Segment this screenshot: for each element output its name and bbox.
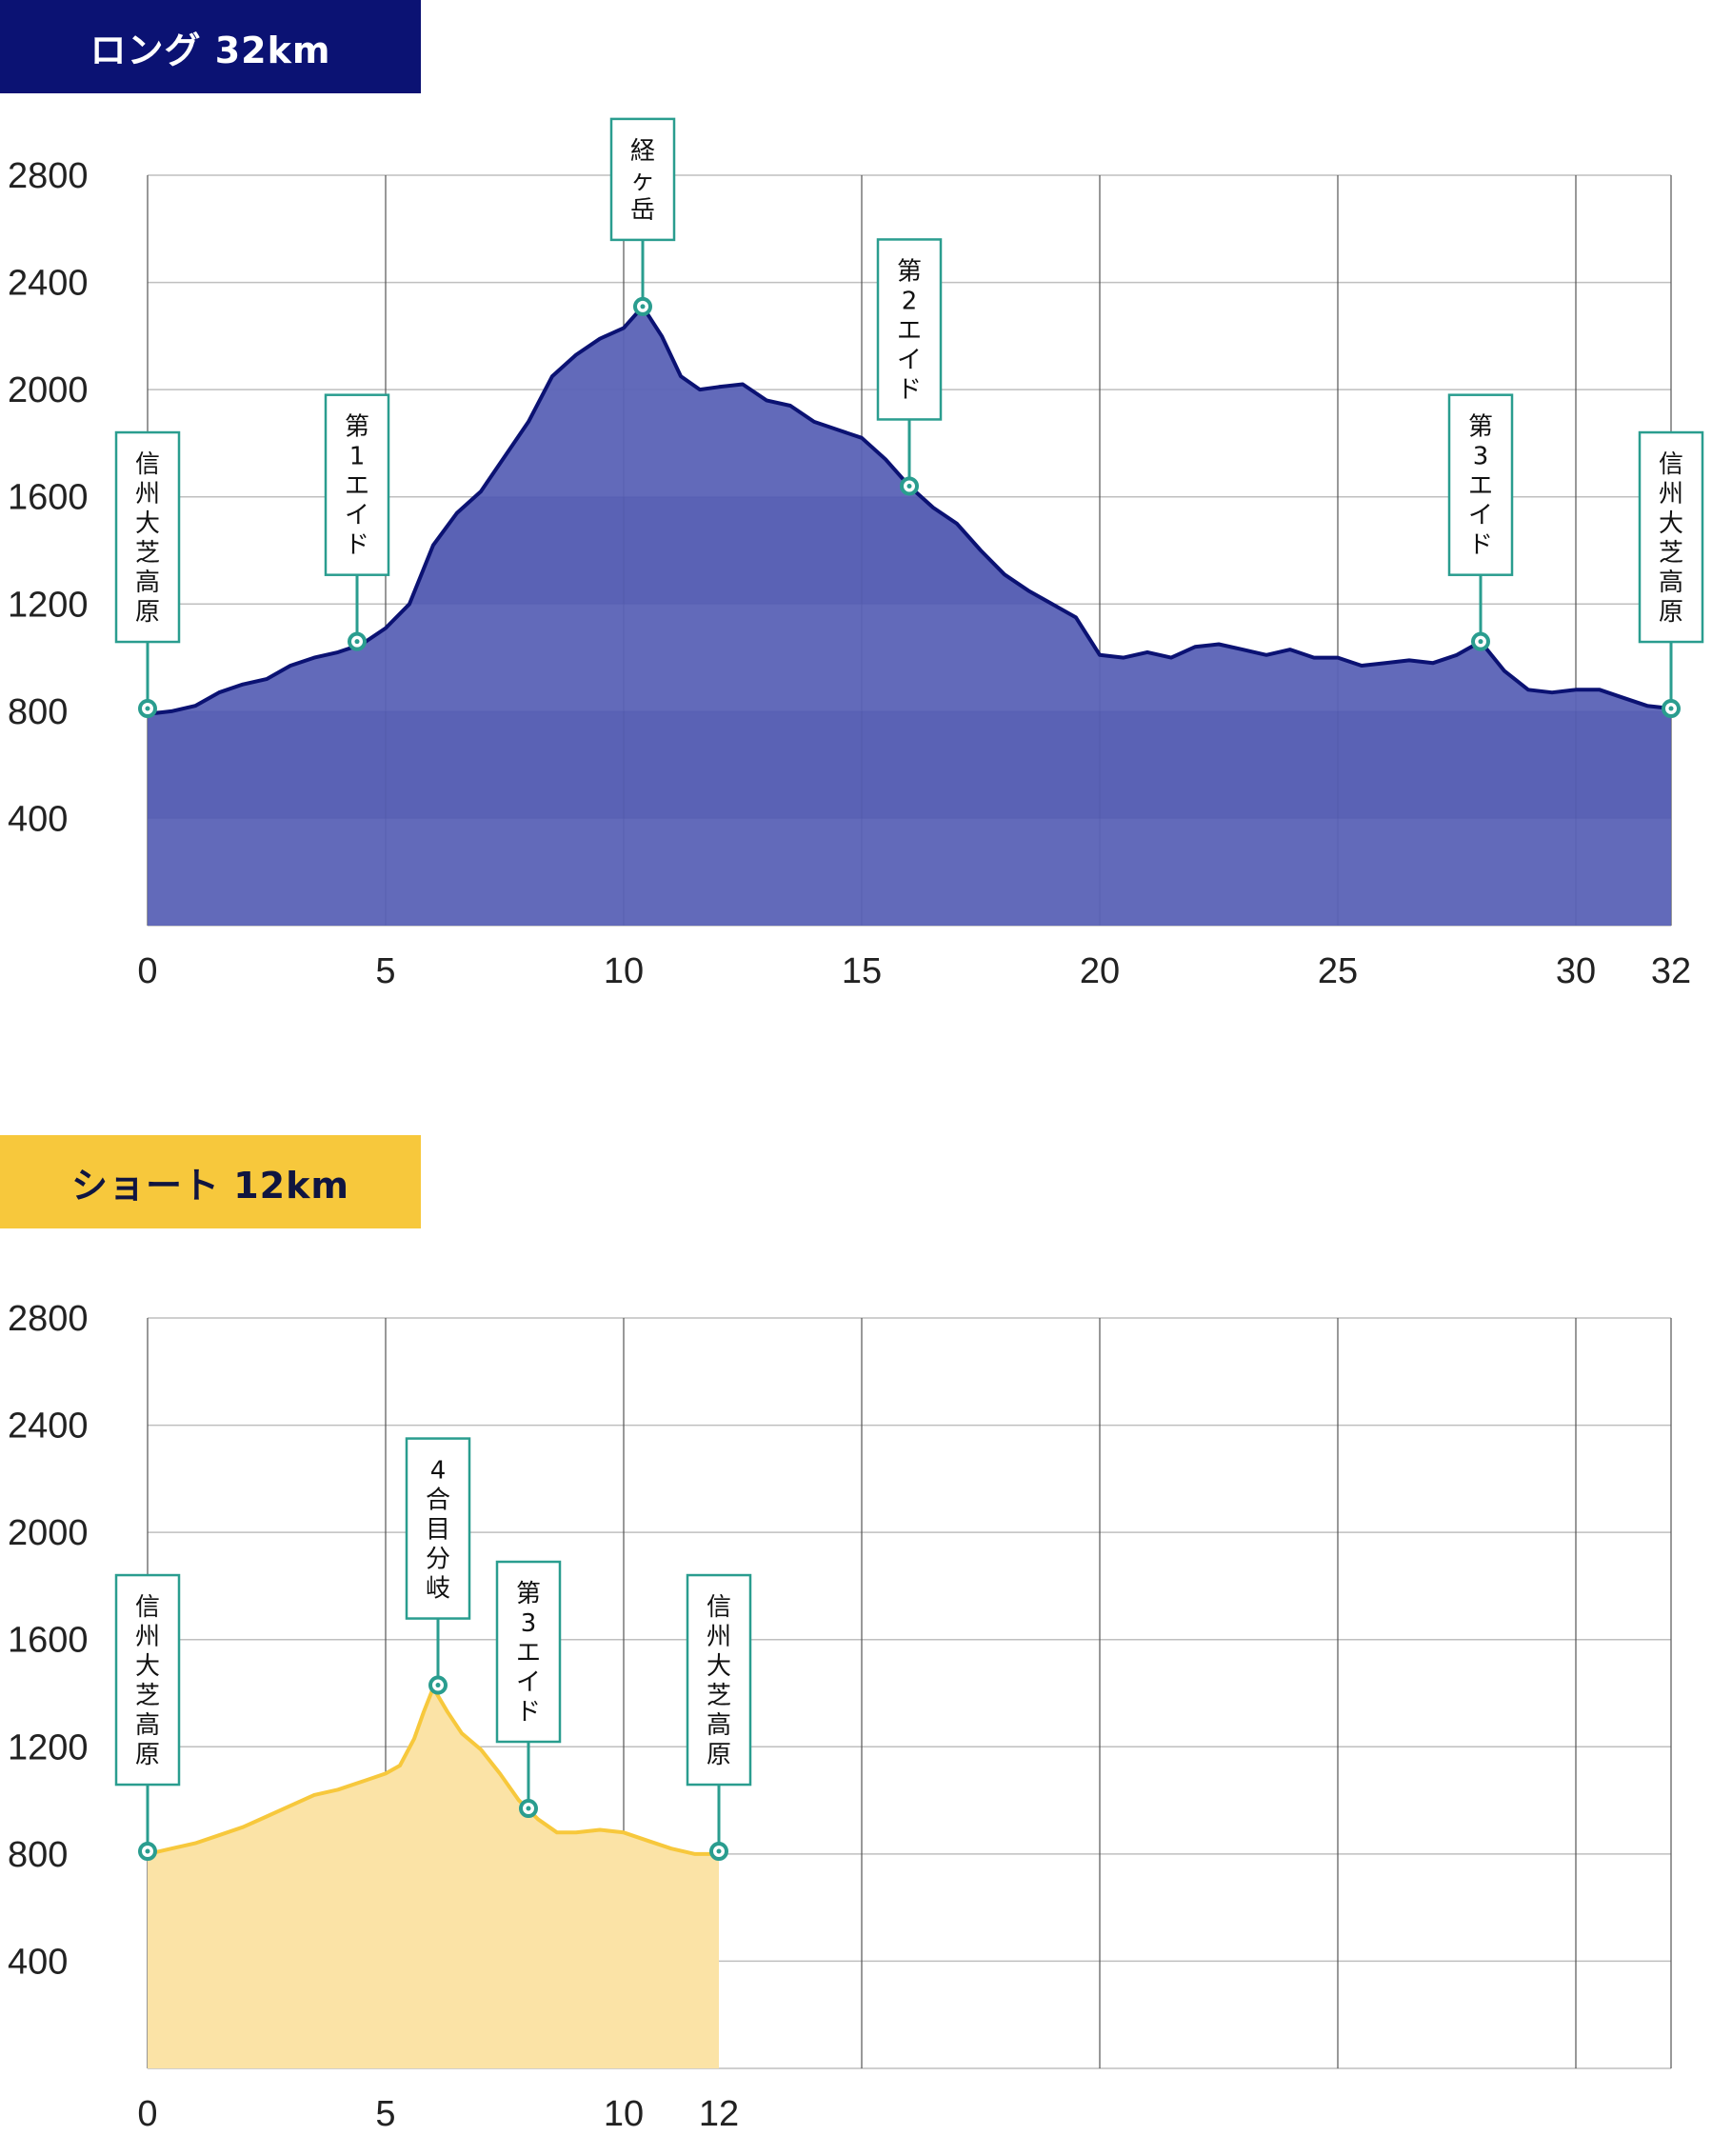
waypoint-marker-dot bbox=[526, 1806, 531, 1811]
waypoint-label: 信州大芝高原 bbox=[707, 1593, 731, 1769]
waypoint-box bbox=[686, 1573, 752, 1787]
elevation-area bbox=[148, 1687, 719, 2068]
waypoint-marker-dot bbox=[640, 304, 646, 309]
x-tick-label: 32 bbox=[1651, 951, 1691, 991]
waypoint-box bbox=[609, 117, 676, 242]
x-tick-label: 25 bbox=[1318, 951, 1358, 991]
x-tick-label: 0 bbox=[137, 2094, 157, 2134]
waypoint-box bbox=[495, 1560, 562, 1744]
x-tick-label: 10 bbox=[604, 951, 644, 991]
long-course-title: ロング 32km bbox=[0, 0, 421, 93]
waypoint: 信州大芝高原 bbox=[114, 430, 181, 719]
waypoint-marker-dot bbox=[906, 483, 912, 489]
x-tick-label: 30 bbox=[1556, 951, 1596, 991]
waypoint-marker-dot bbox=[435, 1683, 441, 1688]
waypoint: 信州大芝高原 bbox=[1638, 430, 1704, 719]
x-tick-label: 20 bbox=[1080, 951, 1120, 991]
waypoint: 信州大芝高原 bbox=[686, 1573, 752, 1862]
y-tick-label: 1600 bbox=[8, 1621, 89, 1661]
elevation-line bbox=[147, 304, 1672, 716]
waypoint: 経ヶ岳 bbox=[609, 117, 676, 316]
y-tick-label: 2400 bbox=[8, 264, 89, 304]
waypoint-label: 経ヶ岳 bbox=[630, 137, 655, 225]
y-tick-label: 2800 bbox=[8, 1299, 89, 1339]
waypoint-marker-dot bbox=[145, 706, 150, 711]
y-tick-label: 2400 bbox=[8, 1407, 89, 1447]
y-tick-label: 2000 bbox=[8, 370, 89, 410]
waypoint-box bbox=[1638, 430, 1704, 644]
waypoint-label: 信州大芝高原 bbox=[135, 1593, 160, 1769]
waypoint-marker-dot bbox=[145, 1848, 150, 1854]
waypoint-box bbox=[114, 1573, 181, 1787]
waypoint-box bbox=[324, 393, 390, 576]
y-tick-label: 400 bbox=[8, 799, 68, 839]
y-tick-label: 800 bbox=[8, 1835, 68, 1875]
waypoint-label: 信州大芝高原 bbox=[1659, 450, 1683, 627]
x-tick-label: 5 bbox=[375, 2094, 395, 2134]
waypoint-marker-dot bbox=[354, 639, 360, 645]
waypoint-label: 信州大芝高原 bbox=[135, 450, 160, 627]
elevation-band bbox=[148, 710, 1671, 819]
waypoint-marker-dot bbox=[1478, 639, 1483, 645]
y-tick-label: 400 bbox=[8, 1942, 68, 1982]
waypoint: 信州大芝高原 bbox=[114, 1573, 181, 1862]
y-tick-label: 1200 bbox=[8, 1727, 89, 1767]
waypoint-box bbox=[405, 1437, 471, 1620]
elevation-area bbox=[148, 306, 1671, 926]
long-elevation-chart: 400 800 1200 1600 2000 2400 2800 0 5 10 15 20 25 30 32… bbox=[8, 117, 1704, 991]
y-tick-label: 1200 bbox=[8, 585, 89, 625]
x-tick-label: 10 bbox=[604, 2094, 644, 2134]
y-tick-label: 1600 bbox=[8, 478, 89, 518]
short-course-title: ショート 12km bbox=[0, 1135, 421, 1228]
x-tick-label: 5 bbox=[375, 951, 395, 991]
y-tick-label: 800 bbox=[8, 692, 68, 732]
x-tick-label: 12 bbox=[699, 2094, 739, 2134]
waypoint-marker-dot bbox=[1668, 706, 1674, 711]
waypoint-box bbox=[1447, 393, 1514, 576]
x-tick-label: 15 bbox=[842, 951, 882, 991]
x-tick-label: 0 bbox=[137, 951, 157, 991]
waypoint-box bbox=[876, 238, 943, 421]
y-tick-label: 2000 bbox=[8, 1513, 89, 1553]
waypoint-marker-dot bbox=[716, 1848, 722, 1854]
waypoint-box bbox=[114, 430, 181, 644]
y-tick-label: 2800 bbox=[8, 156, 89, 196]
